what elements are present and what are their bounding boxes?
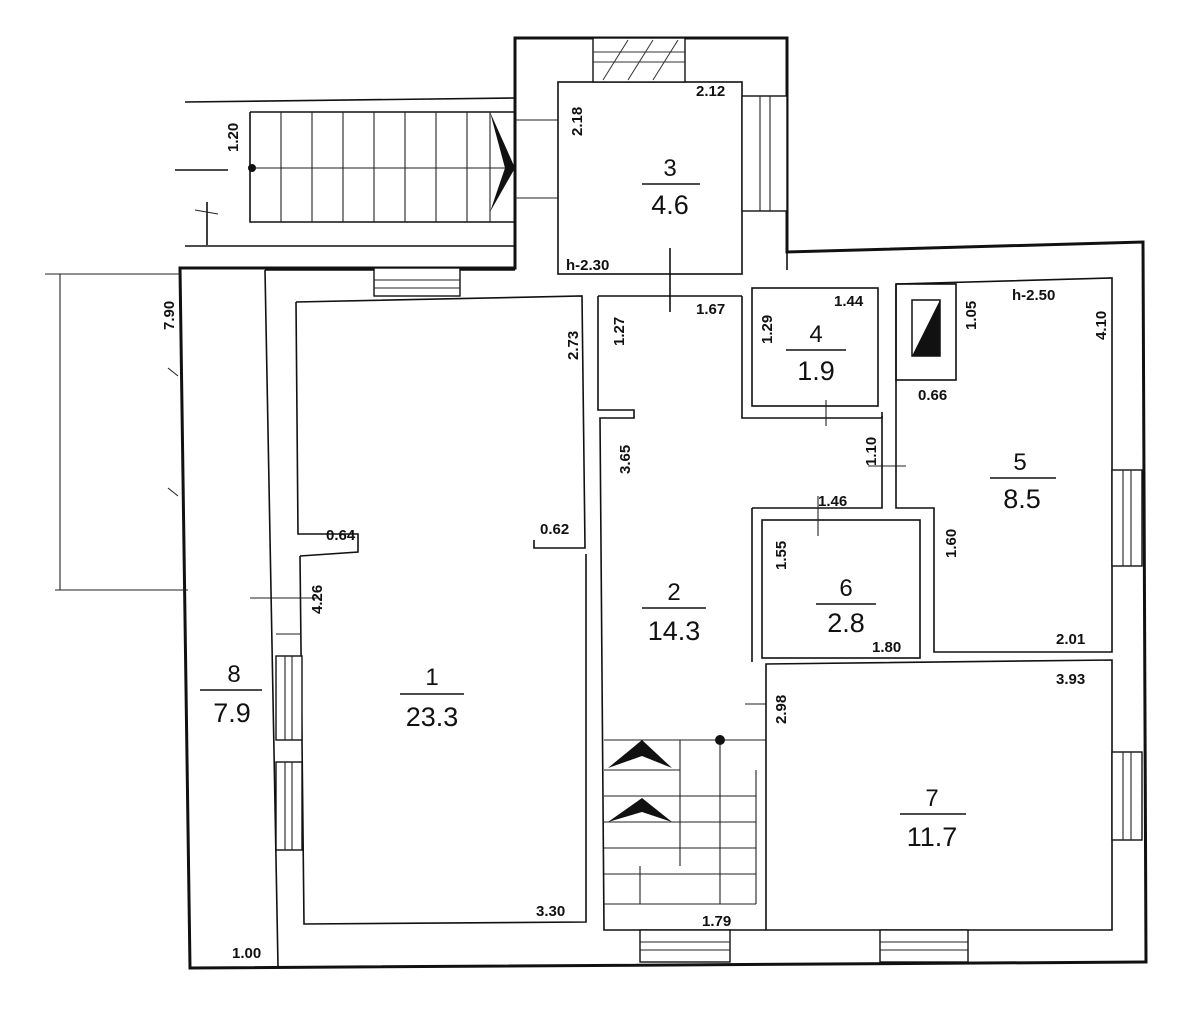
room-3-walls [515,37,788,312]
dim-7-90: 7.90 [161,301,178,330]
room-4-area: 1.9 [797,356,835,386]
dim-2-01: 2.01 [1056,631,1085,648]
dim-0-66: 0.66 [918,387,947,404]
dim-4-26: 4.26 [309,585,326,614]
room-label-5: 5 8.5 [990,449,1056,514]
room-8-area: 7.9 [213,698,251,728]
dim-h-2-30: h-2.30 [566,257,609,274]
room-label-7: 7 11.7 [900,785,966,852]
room-2-number: 2 [667,579,680,606]
dim-2-73: 2.73 [565,331,582,360]
room-label-8: 8 7.9 [200,661,262,728]
room-5-area: 8.5 [1003,484,1041,514]
dim-1-27: 1.27 [611,317,628,346]
room-4-walls [741,287,883,426]
dim-3-30: 3.30 [536,903,565,920]
dim-1-79: 1.79 [702,913,731,930]
entrance-stairs [175,97,516,247]
left-dimension-line [45,273,188,591]
room-3-number: 3 [663,155,676,182]
room-6-walls [751,416,921,662]
dim-1-60: 1.60 [943,529,960,558]
dim-1-29: 1.29 [759,315,776,344]
dim-h-2-50: h-2.50 [1012,287,1055,304]
dim-3-93: 3.93 [1056,671,1085,688]
dim-2-98: 2.98 [773,695,790,724]
room-3-area: 4.6 [651,190,689,220]
dim-2-12: 2.12 [696,83,725,100]
dim-0-62: 0.62 [540,521,569,538]
room-5-walls [868,277,1143,653]
room-2-walls [597,295,766,931]
room-8-windows [250,597,318,851]
dim-1-05: 1.05 [963,301,980,330]
room-1-number: 1 [425,664,438,691]
dim-1-55: 1.55 [773,541,790,570]
room-6-number: 6 [839,575,852,602]
dim-1-44: 1.44 [834,293,864,310]
dim-1-00: 1.00 [232,945,261,962]
room-label-6: 6 2.8 [816,575,876,638]
room-5-number: 5 [1013,449,1026,476]
dim-4-10: 4.10 [1093,311,1110,340]
dim-3-65: 3.65 [617,445,634,474]
dimension-labels: 1.20 2.18 2.12 h-2.30 7.90 2.73 1.27 1.6… [161,83,1110,962]
dim-0-64: 0.64 [326,527,356,544]
dim-2-18: 2.18 [569,107,586,136]
room-7-walls [639,659,1143,963]
room-1-walls [295,267,587,925]
room-4-number: 4 [809,321,822,348]
room-8-number: 8 [227,661,240,688]
room-7-number: 7 [925,785,938,812]
room-6-area: 2.8 [827,608,865,638]
room-label-1: 1 23.3 [400,664,464,732]
room-7-area: 11.7 [907,822,958,852]
dim-1-46: 1.46 [818,493,847,510]
dim-1-67: 1.67 [696,301,725,318]
room-label-2: 2 14.3 [642,579,706,646]
dim-1-20: 1.20 [225,123,242,152]
room-2-area: 14.3 [648,616,701,646]
dim-1-10: 1.10 [863,437,880,466]
room-1-area: 23.3 [406,702,459,732]
dim-1-80: 1.80 [872,639,901,656]
room-label-4: 4 1.9 [786,321,846,386]
room-label-3: 3 4.6 [642,155,700,220]
